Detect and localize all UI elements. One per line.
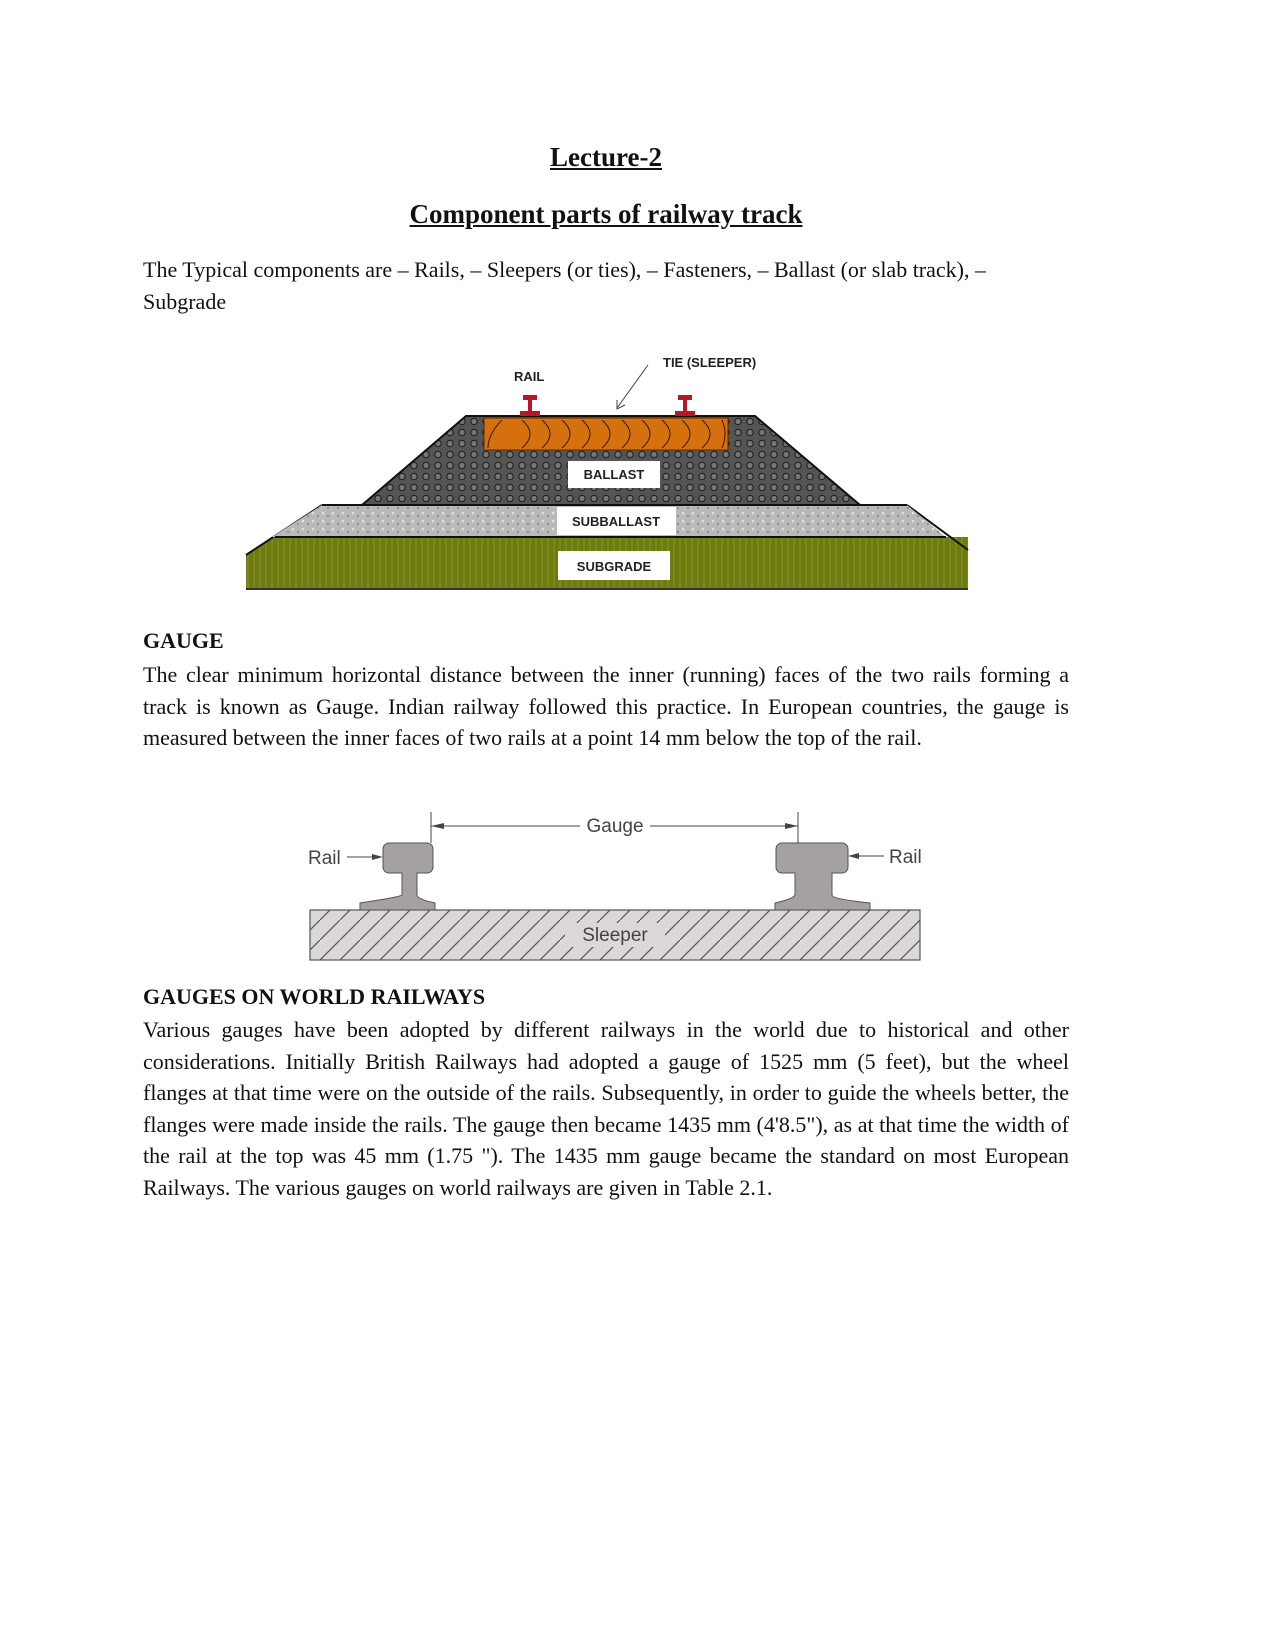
tie-label: TIE (SLEEPER) bbox=[663, 355, 756, 370]
intro-paragraph: The Typical components are – Rails, – Sl… bbox=[143, 257, 986, 314]
rail-right bbox=[774, 842, 871, 911]
page-title: Component parts of railway track bbox=[409, 199, 803, 229]
ballast-label: BALLAST bbox=[584, 467, 645, 482]
lecture-title: Lecture-2 bbox=[550, 142, 662, 172]
rail-left bbox=[520, 395, 540, 416]
track-cross-section-diagram: RAIL TIE (SLEEPER) BALLAST SUBBALLAST SU… bbox=[245, 355, 969, 590]
rail-left-label: Rail bbox=[308, 848, 341, 869]
gauge-heading: GAUGE bbox=[143, 628, 224, 653]
gauge-diagram: Sleeper Gauge Rail Rail bbox=[308, 812, 922, 961]
rail-label: RAIL bbox=[514, 369, 544, 384]
sleeper-label: Sleeper bbox=[582, 925, 648, 946]
sleeper bbox=[483, 417, 729, 451]
subgrade-label: SUBGRADE bbox=[577, 559, 652, 574]
tie-arrow bbox=[616, 364, 649, 409]
subballast-label: SUBBALLAST bbox=[572, 514, 660, 529]
world-gauges-heading: GAUGES ON WORLD RAILWAYS bbox=[143, 984, 486, 1009]
gauge-paragraph: The clear minimum horizontal distance be… bbox=[143, 662, 1069, 750]
rail-left bbox=[359, 842, 436, 911]
rail-right-label: Rail bbox=[889, 847, 922, 868]
world-gauges-paragraph: Various gauges have been adopted by diff… bbox=[143, 1017, 1069, 1200]
gauge-label: Gauge bbox=[586, 816, 643, 837]
rail-right bbox=[675, 395, 695, 416]
